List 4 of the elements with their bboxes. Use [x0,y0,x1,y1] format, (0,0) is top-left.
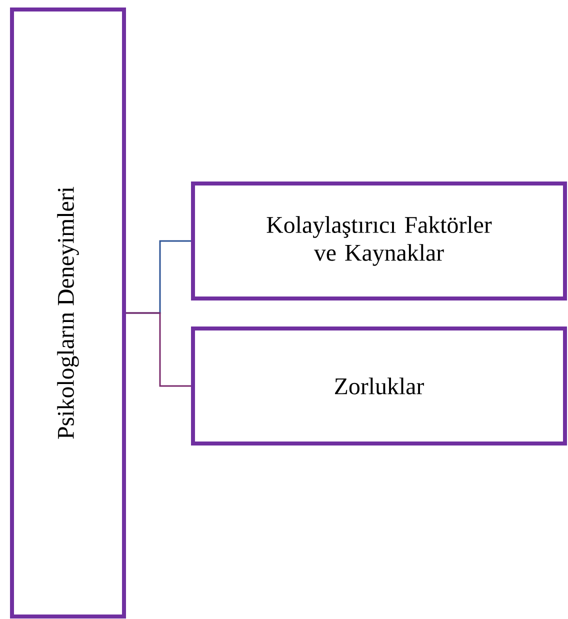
text-box: Psikologların Deneyimleri [10,8,126,618]
text-box: Zorluklar [191,326,567,446]
connector-line [126,312,191,387]
text-box: Kolaylaştırıcı Faktörler ve Kaynaklar [191,182,567,300]
